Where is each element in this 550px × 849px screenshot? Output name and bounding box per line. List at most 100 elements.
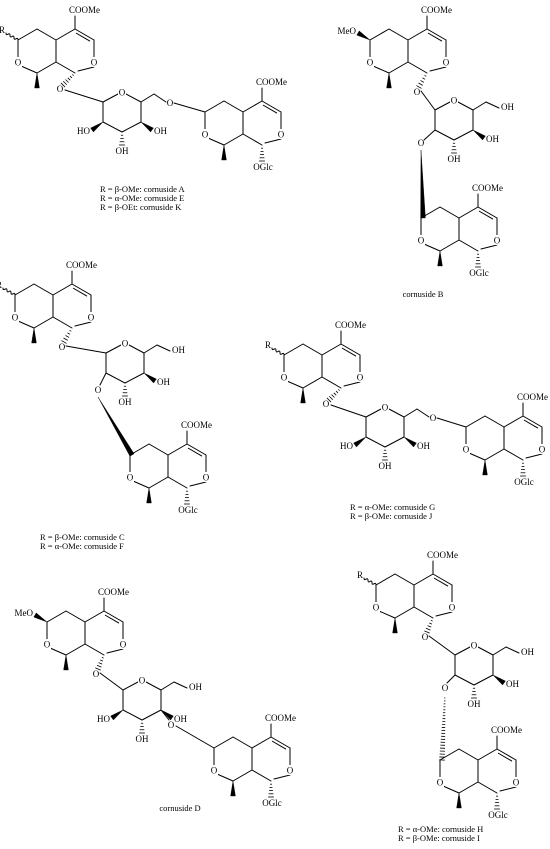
bond xyxy=(434,129,455,141)
bond xyxy=(128,344,145,354)
bond xyxy=(458,206,479,219)
bond xyxy=(145,681,162,691)
ester-label: COOMe xyxy=(69,5,100,15)
ring-oxygen: O xyxy=(539,445,546,455)
hydroxyl-label: OH xyxy=(521,647,534,657)
bond xyxy=(388,408,405,418)
hydroxyl-label: HO xyxy=(97,714,110,724)
bond xyxy=(140,93,155,103)
bond xyxy=(384,436,405,448)
wedge-bond xyxy=(353,436,367,448)
ether-oxygen: O xyxy=(430,413,437,423)
glycosidic-oxygen: O xyxy=(323,399,330,409)
bond xyxy=(77,66,95,72)
bond xyxy=(375,573,396,586)
hydroxyl-label: OH xyxy=(116,146,129,156)
bond xyxy=(52,283,73,296)
ester-label: COOMe xyxy=(491,725,522,735)
bond xyxy=(496,748,517,761)
wavy-bond xyxy=(5,32,19,41)
methoxy-label: MeO xyxy=(15,608,34,618)
bond xyxy=(439,206,460,219)
bond xyxy=(103,610,124,623)
hydroxyl-label: OH xyxy=(486,134,499,144)
ring-oxygen: O xyxy=(12,313,19,323)
hashed-bond xyxy=(471,687,477,699)
bond xyxy=(492,646,507,656)
ring-oxygen: O xyxy=(203,473,210,483)
bond xyxy=(64,89,104,103)
oglc-label: OGlc xyxy=(262,798,282,808)
bond xyxy=(36,28,57,41)
bond xyxy=(160,681,175,691)
hydroxyl-label: HO xyxy=(77,126,90,136)
bond xyxy=(523,419,539,429)
bond xyxy=(52,316,73,329)
wedge-bond xyxy=(437,250,443,267)
bond xyxy=(99,372,107,386)
bond xyxy=(439,239,460,252)
bond xyxy=(72,287,88,297)
bond xyxy=(457,101,474,111)
bond xyxy=(433,577,449,587)
bond xyxy=(503,415,524,428)
hydroxyl-label: OH xyxy=(501,102,514,112)
hashed-bond xyxy=(61,329,72,344)
structure-cornuside-b: OOCOOMeMeOOOOHOHOHOOOCOOMeOGlccornuside … xyxy=(338,5,515,299)
ring-oxygen: O xyxy=(119,88,126,98)
bond xyxy=(340,343,361,356)
ring-oxygen: O xyxy=(443,58,450,68)
bond xyxy=(388,28,409,41)
bond xyxy=(428,635,456,656)
ester-label: COOMe xyxy=(256,77,287,87)
bond xyxy=(480,244,498,250)
bond xyxy=(167,476,188,489)
ring-oxygen: O xyxy=(211,766,218,776)
bond xyxy=(153,93,167,103)
compound-caption: R = α-OMe: cornuside G xyxy=(350,502,435,512)
compound-caption: R = β-OMe: cornuside C xyxy=(40,532,125,542)
bond xyxy=(270,736,291,749)
bond xyxy=(458,239,479,252)
wedge-bond xyxy=(403,436,417,448)
ring-oxygen: O xyxy=(122,339,129,349)
oglc-label: OGlc xyxy=(488,810,508,820)
bond xyxy=(36,61,57,74)
bond xyxy=(273,774,291,780)
hydroxyl-label: HO xyxy=(340,441,353,451)
bond xyxy=(17,320,35,329)
compound-caption: R = α-OMe: cornuside E xyxy=(100,193,184,203)
bond xyxy=(55,28,76,41)
bond xyxy=(71,283,92,296)
bond xyxy=(499,786,517,792)
wedge-bond xyxy=(90,121,104,133)
ring-oxygen: O xyxy=(513,778,520,788)
bond xyxy=(14,283,35,296)
bond xyxy=(223,100,244,113)
hashed-bond xyxy=(424,620,433,634)
ester-label: COOMe xyxy=(181,420,212,430)
bond xyxy=(522,415,543,428)
hashed-bond xyxy=(416,74,427,89)
bond xyxy=(242,133,263,146)
bond xyxy=(121,121,142,133)
glycosidic-oxygen: O xyxy=(57,84,64,94)
hydroxyl-label: OH xyxy=(379,461,392,471)
bond xyxy=(478,210,494,220)
ring-oxygen: O xyxy=(15,58,22,68)
bond xyxy=(365,436,386,448)
wedge-bond xyxy=(31,327,37,344)
bond xyxy=(321,343,342,356)
bond xyxy=(503,448,524,461)
hydroxyl-label: OH xyxy=(189,682,202,692)
bond xyxy=(65,610,86,623)
bond xyxy=(271,740,287,750)
bond xyxy=(143,344,158,354)
wedge-bond xyxy=(110,709,124,721)
bond xyxy=(251,736,272,749)
oglc-label: OGlc xyxy=(178,505,198,515)
hashed-bond xyxy=(95,657,104,671)
hashed-bond xyxy=(119,134,125,146)
wedge-bond xyxy=(300,387,306,404)
